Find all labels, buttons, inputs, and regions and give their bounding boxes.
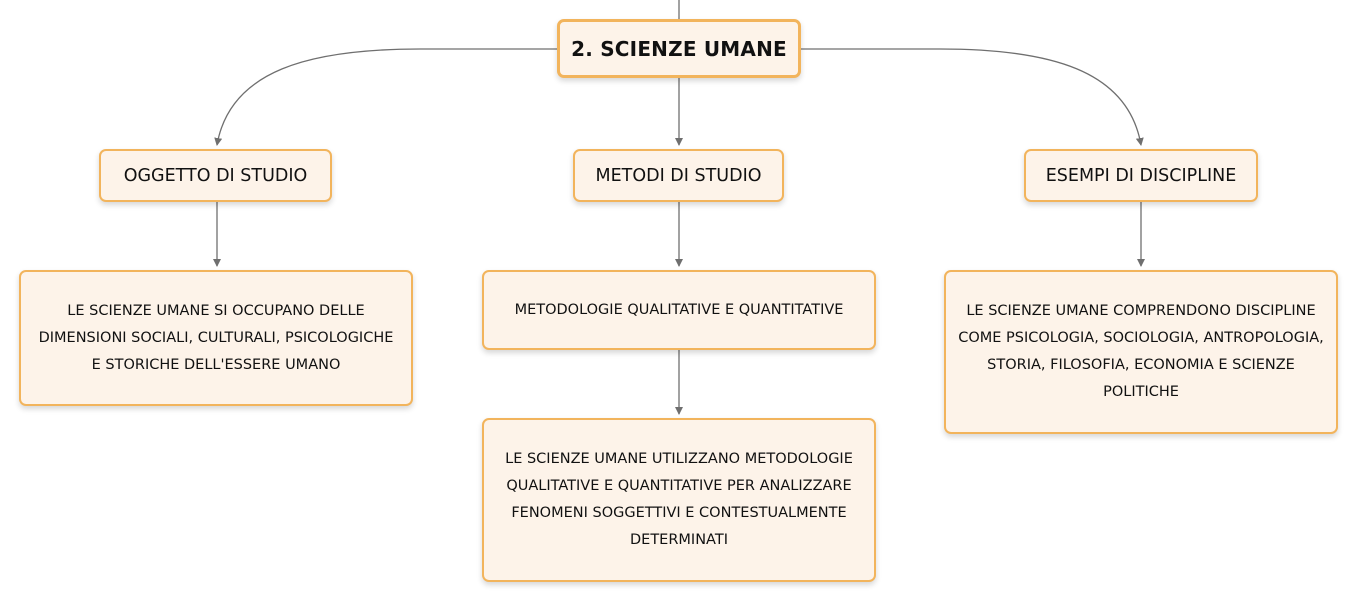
category-node-oggetto[interactable]: OGGETTO DI STUDIO [99, 149, 332, 202]
root-node[interactable]: 2. SCIENZE UMANE [557, 19, 801, 78]
category-node-label: METODI DI STUDIO [595, 165, 762, 186]
category-node-metodi[interactable]: METODI DI STUDIO [573, 149, 784, 202]
detail-node-esempi[interactable]: LE SCIENZE UMANE COMPRENDONO DISCIPLINE … [944, 270, 1338, 434]
root-node-label: 2. SCIENZE UMANE [571, 36, 787, 61]
connector-root-to-esempi [801, 48, 1144, 146]
category-node-label: OGGETTO DI STUDIO [123, 165, 308, 186]
category-node-label: ESEMPI DI DISCIPLINE [1045, 165, 1237, 186]
detail-node-text: LE SCIENZE UMANE UTILIZZANO METODOLOGIE … [505, 451, 853, 548]
detail-node-metodi-detail[interactable]: LE SCIENZE UMANE UTILIZZANO METODOLOGIE … [482, 418, 876, 582]
detail-node-oggetto[interactable]: LE SCIENZE UMANE SI OCCUPANO DELLE DIMEN… [19, 270, 413, 406]
detail-node-metodi-summary[interactable]: METODOLOGIE QUALITATIVE E QUANTITATIVE [482, 270, 876, 350]
detail-node-text: LE SCIENZE UMANE COMPRENDONO DISCIPLINE … [958, 303, 1324, 400]
category-node-esempi[interactable]: ESEMPI DI DISCIPLINE [1024, 149, 1258, 202]
detail-node-text: METODOLOGIE QUALITATIVE E QUANTITATIVE [514, 301, 844, 318]
detail-node-text: LE SCIENZE UMANE SI OCCUPANO DELLE DIMEN… [38, 302, 394, 373]
connector-root-to-oggetto [214, 48, 557, 146]
